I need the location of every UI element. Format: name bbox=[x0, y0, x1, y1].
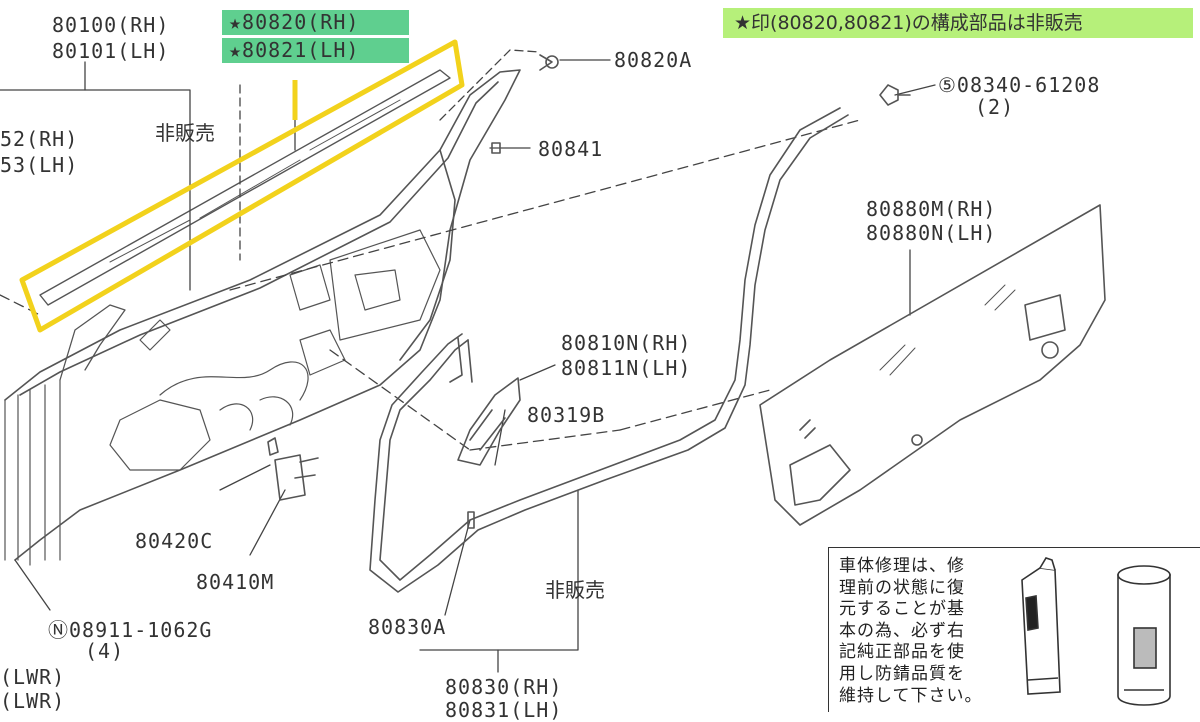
label-screw-qty: (2) bbox=[975, 95, 1015, 119]
screw-drawing bbox=[879, 84, 911, 106]
label-glass-lh: 80880N(LH) bbox=[866, 221, 997, 245]
highlight-label-rh: ★80820(RH) bbox=[229, 10, 360, 34]
label-weatherstrip-rh: 52(RH) bbox=[0, 127, 79, 151]
door-shell-drawing bbox=[4, 69, 521, 566]
label-lwr-2: (LWR) bbox=[0, 689, 66, 713]
label-weatherstrip-lh: 53(LH) bbox=[0, 153, 79, 177]
highlight-label-lh: ★80821(LH) bbox=[229, 38, 360, 62]
label-nut-qty: (4) bbox=[85, 639, 125, 663]
part-80841-drawing bbox=[491, 142, 501, 154]
label-door-rh: 80100(RH) bbox=[52, 13, 170, 37]
inner-seal-80319b-drawing bbox=[457, 377, 521, 466]
label-80319b: 80319B bbox=[527, 403, 606, 427]
highlight-callout-frame bbox=[19, 39, 465, 333]
label-weather-rh: 80830(RH) bbox=[445, 675, 563, 699]
label-glass-rh: 80880M(RH) bbox=[866, 197, 997, 221]
notice-bg bbox=[723, 8, 1193, 38]
highlight-rh-bg bbox=[222, 10, 409, 35]
highlight-lh-bg bbox=[222, 38, 409, 63]
belt-moulding-drawing bbox=[39, 69, 451, 306]
label-80410m: 80410M bbox=[196, 570, 275, 594]
label-screw-part: ⑤08340-61208 bbox=[938, 73, 1101, 97]
label-door-lh: 80101(LH) bbox=[52, 39, 170, 63]
label-not-for-sale-1: 非販売 bbox=[155, 121, 215, 145]
clip-80820a-drawing bbox=[539, 54, 559, 71]
spray-can-icon bbox=[1117, 565, 1171, 706]
door-trim-panel-drawing bbox=[759, 204, 1106, 526]
label-nut-part: Ⓝ08911-1062G bbox=[48, 618, 213, 642]
not-for-sale-notice: ★印(80820,80821)の構成部品は非販売 bbox=[734, 12, 1083, 34]
label-80420c: 80420C bbox=[135, 529, 214, 553]
repair-note-text: 車体修理は、修 理前の状態に復 元することが基 本の為、必ず右 記純正部品を使 … bbox=[839, 556, 983, 706]
label-not-for-sale-2: 非販売 bbox=[545, 578, 605, 602]
door-weatherstrip-drawing bbox=[369, 107, 849, 593]
label-seal-rh: 80810N(RH) bbox=[561, 331, 692, 355]
label-seal-lh: 80811N(LH) bbox=[561, 356, 692, 380]
hinge-drawing bbox=[267, 437, 319, 501]
label-lwr-1: (LWR) bbox=[0, 665, 66, 689]
label-80841: 80841 bbox=[538, 137, 604, 161]
label-80830a: 80830A bbox=[368, 615, 447, 639]
label-clip-80820a: 80820A bbox=[614, 48, 693, 72]
sealant-tube-icon bbox=[1021, 557, 1061, 695]
